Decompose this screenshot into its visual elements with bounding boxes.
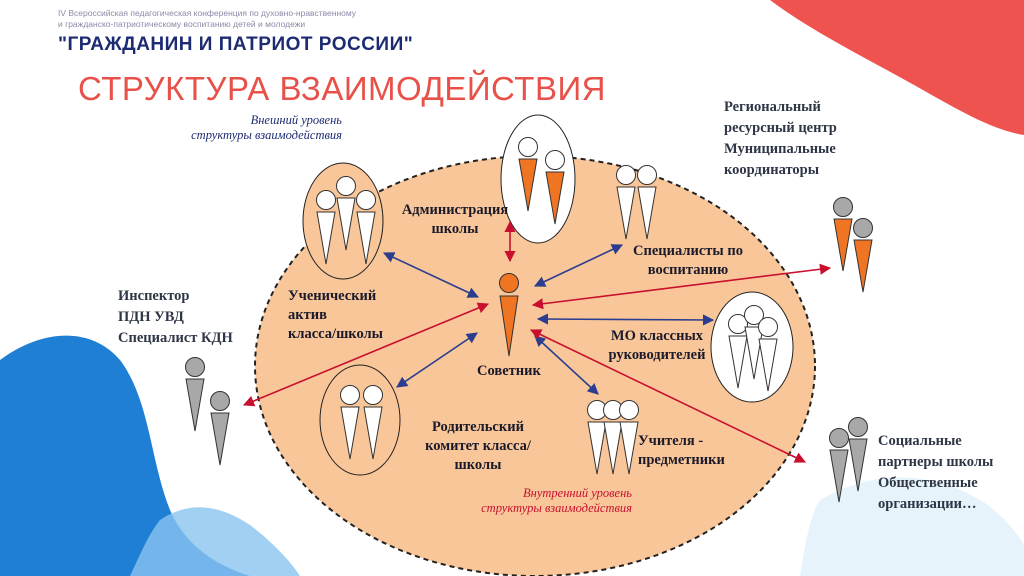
mo-teachers-label: МО классных руководителей [598, 327, 716, 365]
student-asset-label: Ученический актив класса/школы [288, 287, 383, 344]
administration-label: Администрация школы [393, 201, 517, 239]
brand-title: "ГРАЖДАНИН И ПАТРИОТ РОССИИ" [58, 34, 414, 55]
administration-label-line-1: Администрация [401, 202, 509, 218]
arrow-mo-teachers [536, 313, 715, 326]
inner-level-line-1: Внутренний уровень [523, 486, 632, 500]
parents-label-line-1: Родительский [432, 419, 524, 435]
partners-label-line-4: организации… [878, 496, 977, 512]
regional-label-line-1: Региональный [724, 99, 821, 115]
police-label-line-3: Специалист КДН [118, 330, 233, 346]
specialists-label: Специалисты по воспитанию [618, 242, 758, 280]
advisor-figure [499, 273, 519, 357]
outer-arrows [242, 220, 832, 463]
parents-label-line-3: школы [454, 457, 502, 473]
administration-label-line-2: школы [431, 221, 479, 237]
student-asset-group [302, 162, 384, 280]
inner-level-line-2: структуры взаимодействия [481, 501, 632, 515]
specialists-label-line-1: Специалисты по [633, 243, 743, 259]
specialists-label-line-2: воспитанию [647, 262, 729, 278]
partners-label-line-1: Социальные [878, 433, 962, 449]
decor-blue-wave [0, 335, 250, 576]
regional-label: Региональный ресурсный центр Муниципальн… [724, 97, 837, 181]
subject-teachers-label-line-2: предметники [638, 452, 725, 468]
arrow-regional [531, 263, 832, 310]
conference-line-1: IV Всероссийская педагогическая конферен… [58, 8, 357, 18]
mo-teachers-label-line-1: МО классных [610, 328, 704, 344]
inner-level-caption: Внутренний уровень структуры взаимодейст… [440, 486, 632, 516]
police-label-line-1: Инспектор [118, 288, 190, 304]
student-asset-label-line-2: актив [288, 307, 327, 323]
subject-teachers-label-line-1: Учителя - [638, 433, 704, 449]
page-title: СТРУКТУРА ВЗАИМОДЕЙСТВИЯ [78, 70, 607, 107]
decor-teal-wave [800, 477, 1024, 576]
mo-teachers-group [710, 291, 794, 403]
police-label-line-2: ПДН УВД [118, 309, 184, 325]
arrow-partners [529, 329, 807, 463]
police-group [185, 357, 230, 466]
advisor-label: Советник [477, 363, 541, 379]
outer-level-line-1: Внешний уровень [250, 113, 342, 127]
subject-teachers-label: Учителя - предметники [638, 432, 725, 470]
regional-label-line-2: ресурсный центр [724, 120, 837, 136]
decor-light-blue-wave [130, 507, 300, 576]
partners-label-line-2: партнеры школы [878, 454, 994, 470]
partners-group [829, 417, 868, 503]
student-asset-label-line-3: класса/школы [288, 326, 383, 342]
administration-group [500, 114, 576, 244]
student-asset-label-line-1: Ученический [288, 288, 377, 304]
mo-teachers-label-line-2: руководителей [608, 347, 706, 363]
outer-level-line-2: структуры взаимодействия [191, 128, 342, 142]
subject-teachers-group [587, 400, 639, 475]
outer-level-caption: Внешний уровень структуры взаимодействия [150, 113, 342, 143]
parents-label-line-2: комитет класса/ [425, 438, 531, 454]
partners-label-line-3: Общественные [878, 475, 978, 491]
regional-label-line-4: координаторы [724, 162, 820, 178]
decor-red-wave [770, 0, 1024, 135]
parents-label: Родительский комитет класса/ школы [415, 418, 541, 475]
regional-label-line-3: Муниципальные [724, 141, 836, 157]
partners-label: Социальные партнеры школы Общественные о… [878, 431, 993, 515]
conference-line-2: и гражданско-патриотическому воспитанию … [58, 19, 306, 29]
parents-group [319, 364, 401, 476]
arrow-student-asset [382, 252, 480, 298]
arrow-police [242, 302, 490, 407]
regional-group [833, 197, 873, 293]
conference-caption: IV Всероссийская педагогическая конферен… [58, 8, 478, 30]
police-label: Инспектор ПДН УВД Специалист КДН [118, 286, 233, 349]
